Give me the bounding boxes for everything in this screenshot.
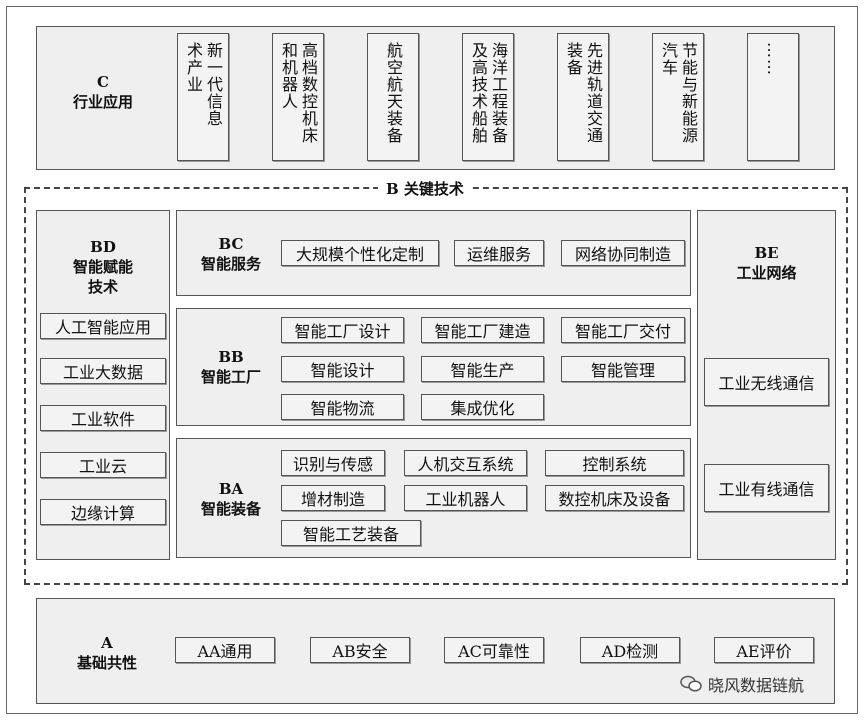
ba-title: 智能装备: [200, 500, 261, 518]
ba-item: 控制系统: [545, 450, 684, 476]
bc-item: 网络协同制造: [561, 240, 685, 266]
industry-item-text: 海洋工程装备: [489, 42, 508, 144]
bc-code: BC: [218, 235, 244, 253]
industry-item-text: 汽车: [659, 42, 678, 76]
a-item: AB安全: [310, 637, 410, 663]
be-item: 工业无线通信: [704, 358, 829, 406]
bd-label: BD 智能赋能 技术: [36, 237, 170, 297]
section-a-title: 基础共性: [76, 654, 137, 672]
bb-item: 智能物流: [281, 394, 404, 420]
a-item: AD检测: [580, 637, 680, 663]
bb-item: 集成优化: [421, 394, 544, 420]
industry-item-text: 术产业: [184, 42, 203, 93]
section-a-panel: [36, 598, 835, 704]
bc-label: BC 智能服务: [186, 234, 276, 274]
be-item: 工业有线通信: [704, 464, 829, 512]
industry-item-text: 航空航天装备: [384, 42, 403, 144]
diagram-frame: [6, 6, 858, 714]
section-c-code: C: [97, 73, 109, 91]
bd-item: 工业软件: [40, 405, 166, 431]
ba-item: 人机交互系统: [404, 450, 527, 476]
bc-title: 智能服务: [200, 255, 261, 273]
industry-item-text: 和机器人: [279, 42, 298, 110]
be-code: BE: [754, 244, 779, 262]
bc-item: 大规模个性化定制: [281, 240, 439, 266]
section-c-label: C 行业应用: [58, 72, 148, 112]
bd-item: 工业云: [40, 452, 166, 478]
bb-label: BB 智能工厂: [186, 347, 276, 387]
industry-item-text: 高档数控机床: [299, 42, 318, 144]
a-item: AE评价: [714, 637, 814, 663]
bc-item: 运维服务: [454, 240, 544, 266]
watermark: 晓风数据链航: [680, 672, 804, 696]
industry-item-text: 装备: [564, 42, 583, 76]
section-c-title: 行业应用: [72, 93, 133, 111]
bb-item: 智能设计: [281, 356, 404, 382]
bb-item: 智能工厂交付: [561, 317, 685, 343]
bb-code: BB: [218, 348, 244, 366]
ba-item: 智能工艺装备: [281, 520, 421, 546]
industry-item: 海洋工程装备及高技术船舶: [462, 33, 514, 161]
bd-item: 工业大数据: [40, 358, 166, 384]
industry-item-text: 节能与新能源: [679, 42, 698, 144]
be-label: BE 工业网络: [697, 243, 836, 283]
section-c-panel: [36, 26, 835, 170]
bb-item: 智能管理: [561, 356, 685, 382]
watermark-text: 晓风数据链航: [708, 676, 805, 695]
bb-item: 智能工厂建造: [421, 317, 544, 343]
bd-title-line2: 技术: [87, 278, 118, 296]
ba-item: 识别与传感: [281, 450, 385, 476]
ba-label: BA 智能装备: [186, 479, 276, 519]
industry-item-text: 新一代信息: [204, 42, 223, 127]
industry-item: 节能与新能源汽车: [652, 33, 704, 161]
section-a-code: A: [101, 634, 113, 652]
industry-item-text: 及高技术船舶: [469, 42, 488, 144]
section-b-title: B 关键技术: [378, 178, 472, 199]
chat-bubble-icon: [680, 675, 702, 692]
ba-item: 增材制造: [281, 485, 385, 511]
ba-code: BA: [218, 480, 244, 498]
industry-item-text: 先进轨道交通: [584, 42, 603, 144]
industry-item: 先进轨道交通装备: [557, 33, 609, 161]
industry-item: 航空航天装备: [367, 33, 419, 161]
bb-title: 智能工厂: [200, 368, 261, 386]
bb-item: 智能工厂设计: [281, 317, 404, 343]
industry-item-text: ……: [764, 42, 783, 76]
ba-item: 工业机器人: [404, 485, 527, 511]
industry-item: ……: [747, 33, 799, 161]
bd-title-line1: 智能赋能: [72, 258, 133, 276]
industry-item: 高档数控机床和机器人: [272, 33, 324, 161]
bd-item: 边缘计算: [40, 499, 166, 525]
industry-item: 新一代信息术产业: [177, 33, 229, 161]
bb-item: 智能生产: [421, 356, 544, 382]
a-item: AC可靠性: [444, 637, 544, 663]
a-item: AA通用: [175, 637, 275, 663]
bd-item: 人工智能应用: [40, 313, 166, 339]
section-a-label: A 基础共性: [62, 633, 152, 673]
bd-code: BD: [90, 238, 116, 256]
ba-item: 数控机床及设备: [545, 485, 684, 511]
be-title: 工业网络: [736, 264, 797, 282]
